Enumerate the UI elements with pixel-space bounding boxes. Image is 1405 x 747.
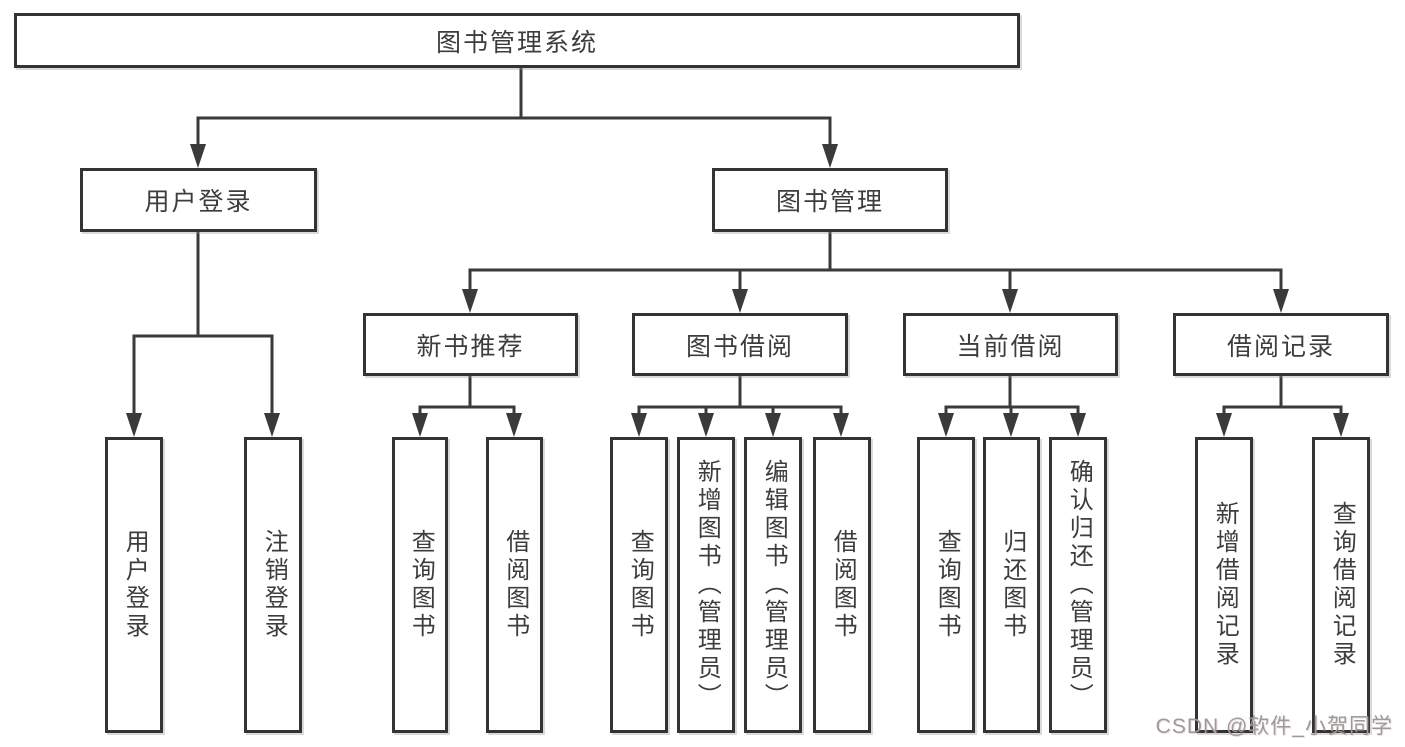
node-borrowing-records: 借阅记录 [1173, 313, 1389, 376]
leaf-query-borrow-record: 查询借阅记录 [1312, 437, 1370, 733]
node-library-management-system: 图书管理系统 [14, 13, 1020, 68]
node-user-login: 用户登录 [80, 168, 317, 232]
leaf-borrow-books-recommend: 借阅图书 [486, 437, 543, 733]
leaf-query-books-recommend: 查询图书 [392, 437, 448, 733]
leaf-user-login: 用户登录 [105, 437, 163, 733]
node-current-borrowing: 当前借阅 [903, 313, 1118, 376]
leaf-logout: 注销登录 [244, 437, 302, 733]
node-book-management: 图书管理 [712, 168, 948, 232]
leaf-return-books: 归还图书 [983, 437, 1040, 733]
watermark-text: CSDN @软件_小贺同学 [1155, 715, 1393, 738]
leaf-query-books-borrowing: 查询图书 [610, 437, 668, 733]
node-new-book-recommendation: 新书推荐 [363, 313, 578, 376]
leaf-add-borrow-record: 新增借阅记录 [1195, 437, 1253, 733]
leaf-confirm-return-admin: 确认归还（管理员） [1049, 437, 1107, 733]
leaf-query-books-current: 查询图书 [917, 437, 975, 733]
leaf-borrow-books-borrowing: 借阅图书 [813, 437, 871, 733]
leaf-edit-book-admin: 编辑图书（管理员） [744, 437, 802, 733]
node-book-borrowing: 图书借阅 [632, 313, 848, 376]
arrowheads [126, 144, 1349, 437]
connector-path [132, 68, 1343, 416]
leaf-add-book-admin: 新增图书（管理员） [677, 437, 735, 733]
